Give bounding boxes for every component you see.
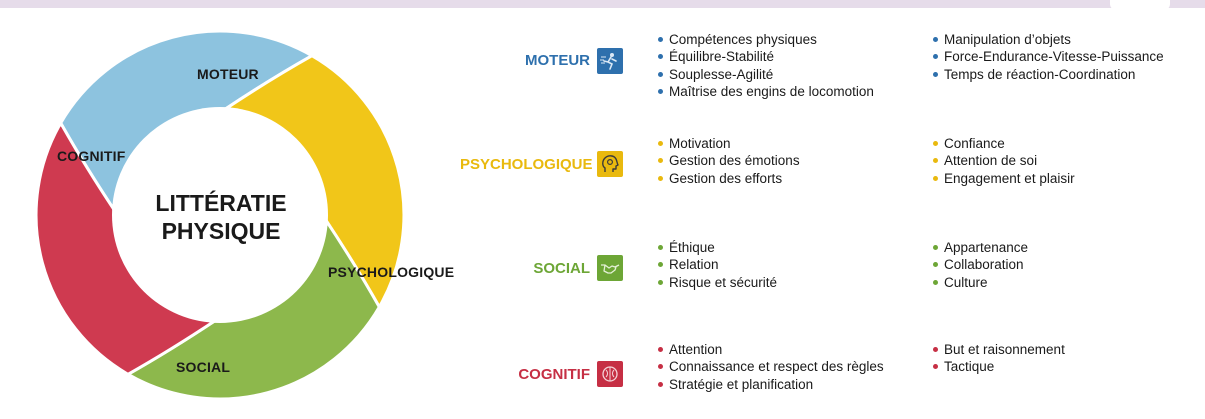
list-item: But et raisonnement xyxy=(933,341,1065,358)
list-item: Tactique xyxy=(933,358,1065,375)
list-item: Connaissance et respect des règles xyxy=(658,358,884,375)
list-item: Force-Endurance-Vitesse-Puissance xyxy=(933,48,1164,65)
brain-icon xyxy=(597,361,623,387)
wheel-label-psychologique: PSYCHOLOGIQUE xyxy=(328,264,455,280)
diagram-card: MOTEUR PSYCHOLOGIQUE SOCIAL COGNITIF LIT… xyxy=(0,8,1205,419)
domain-label-moteur: MOTEUR xyxy=(525,52,590,69)
center-title-line1: LITTÉRATIE xyxy=(155,190,287,216)
psychologique-list-col1: Motivation Gestion des émotions Gestion … xyxy=(658,135,800,187)
list-item: Risque et sécurité xyxy=(658,274,777,291)
list-item: Maîtrise des engins de locomotion xyxy=(658,83,874,100)
wheel-label-social: SOCIAL xyxy=(176,359,231,375)
wheel-center-title: LITTÉRATIE PHYSIQUE xyxy=(133,189,309,245)
domain-label-social: SOCIAL xyxy=(533,260,590,277)
list-item: Motivation xyxy=(658,135,800,152)
wheel-label-cognitif: COGNITIF xyxy=(57,148,126,164)
list-item: Gestion des efforts xyxy=(658,170,800,187)
list-item: Compétences physiques xyxy=(658,31,874,48)
list-item: Temps de réaction-Coordination xyxy=(933,66,1164,83)
list-item: Engagement et plaisir xyxy=(933,170,1075,187)
moteur-list-col1: Compétences physiques Équilibre-Stabilit… xyxy=(658,31,874,100)
list-item: Confiance xyxy=(933,135,1075,152)
list-item: Culture xyxy=(933,274,1028,291)
cognitif-list-col2: But et raisonnement Tactique xyxy=(933,341,1065,376)
list-item: Relation xyxy=(658,256,777,273)
list-item: Gestion des émotions xyxy=(658,152,800,169)
moteur-list-col2: Manipulation d’objets Force-Endurance-Vi… xyxy=(933,31,1164,83)
social-list-col1: Éthique Relation Risque et sécurité xyxy=(658,239,777,291)
center-title-line2: PHYSIQUE xyxy=(161,218,281,244)
list-item: Équilibre-Stabilité xyxy=(658,48,874,65)
handshake-icon xyxy=(597,255,623,281)
domain-label-psychologique: PSYCHOLOGIQUE xyxy=(460,156,593,173)
domain-label-cognitif: COGNITIF xyxy=(518,366,590,383)
wheel-center-disc xyxy=(112,107,328,323)
social-list-col2: Appartenance Collaboration Culture xyxy=(933,239,1028,291)
psychologique-list-col2: Confiance Attention de soi Engagement et… xyxy=(933,135,1075,187)
wheel-label-moteur: MOTEUR xyxy=(197,66,259,82)
list-item: Attention de soi xyxy=(933,152,1075,169)
list-item: Appartenance xyxy=(933,239,1028,256)
literacy-wheel xyxy=(34,29,406,401)
top-tab-decoration xyxy=(1110,0,1170,10)
list-item: Éthique xyxy=(658,239,777,256)
motion-figure-icon xyxy=(597,48,623,74)
cognitif-list-col1: Attention Connaissance et respect des rè… xyxy=(658,341,884,393)
list-item: Souplesse-Agilité xyxy=(658,66,874,83)
list-item: Attention xyxy=(658,341,884,358)
list-item: Stratégie et planification xyxy=(658,376,884,393)
list-item: Collaboration xyxy=(933,256,1028,273)
head-gear-icon xyxy=(597,151,623,177)
list-item: Manipulation d’objets xyxy=(933,31,1164,48)
